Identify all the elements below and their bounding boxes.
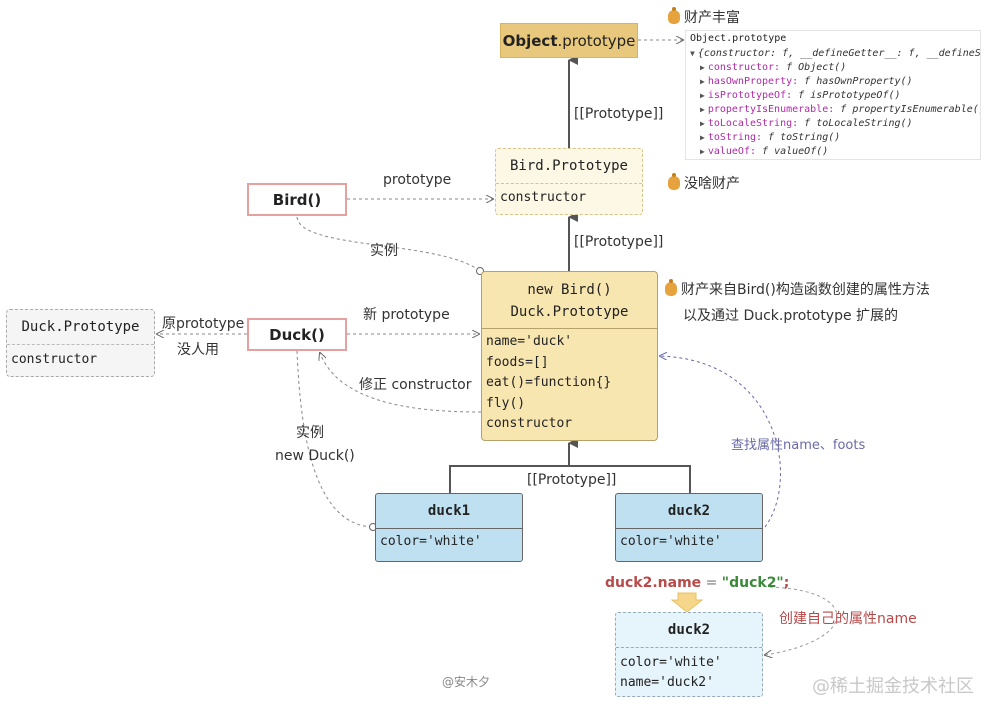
fix-constructor-curve (320, 353, 482, 413)
new-bird-header: new Bird() Duck.Prototype (482, 272, 657, 329)
label-proto-link-1: [[Prototype]] (574, 106, 664, 122)
label-fix-constructor: 修正 constructor (359, 377, 472, 393)
label-new-prototype: 新 prototype (363, 307, 450, 323)
create-own-curve (765, 586, 838, 655)
duck2-new-field: color='white' (620, 655, 722, 670)
new-bird-field: constructor (486, 416, 573, 431)
new-bird-box: new Bird() Duck.Prototype name='duck' fo… (481, 271, 658, 441)
note-from-bird: 财产来自Bird()构造函数创建的属性方法 (665, 279, 930, 299)
label-orig-prototype: 原prototype (162, 316, 245, 332)
assignment-semi: ; (783, 575, 790, 591)
duck-prototype-old-title: Duck.Prototype (7, 310, 154, 345)
duck2-new-title: duck2 (616, 613, 762, 648)
assign-down-arrow (670, 592, 704, 613)
duck-prototype-old-field: constructor (11, 352, 98, 367)
duck-constructor-box: Duck() (247, 318, 347, 351)
console-entry: ▶valueOf: f valueOf() (700, 146, 829, 157)
label-lookup: 查找属性name、foots (731, 438, 866, 453)
watermark-author: @安木夕 (442, 675, 491, 689)
assignment-expression: duck2.name = "duck2"; (605, 575, 789, 591)
object-prototype-bold: Object (502, 31, 558, 50)
duck2-new-field: name='duck2' (620, 675, 714, 690)
bird-prototype-box: Bird.Prototype constructor (495, 148, 643, 215)
money-bag-icon (665, 279, 677, 296)
lookup-curve (660, 356, 781, 528)
bird-prototype-title: Bird.Prototype (496, 149, 642, 184)
label-instance-2: 实例 (296, 425, 324, 441)
bird-instance-curve (296, 216, 481, 272)
note-from-bird-2: 以及通过 Duck.prototype 扩展的 (683, 308, 899, 324)
duck1-box: duck1 color='white' (375, 493, 523, 562)
console-entry: ▶constructor: f Object() (700, 62, 847, 73)
console-entry: ▶hasOwnProperty: f hasOwnProperty() (700, 76, 913, 87)
duck2-new-box: duck2 color='white' name='duck2' (615, 612, 763, 697)
duck1-instance-curve (296, 350, 374, 528)
duck1-field: color='white' (380, 534, 482, 549)
duck1-title: duck1 (376, 494, 522, 529)
assignment-lhs: duck2.name (605, 575, 702, 591)
bird-prototype-field: constructor (500, 190, 587, 205)
duck-prototype-old-box: Duck.Prototype constructor (6, 309, 155, 377)
console-entry: ▶toString: f toString() (700, 132, 841, 143)
console-summary: ▼{constructor: f, __defineGetter__: f, _… (690, 48, 981, 59)
duck2-field: color='white' (620, 534, 722, 549)
object-prototype-rest: .prototype (557, 31, 636, 50)
console-entry: ▶toLocaleString: f toLocaleString() (700, 118, 913, 129)
new-bird-field: eat()=function{} (486, 375, 612, 390)
console-entry: ▶isPrototypeOf: f isPrototypeOf() (700, 90, 901, 101)
new-bird-field: fly() (486, 395, 526, 411)
label-prototype: prototype (383, 172, 452, 188)
watermark-site: @稀土掘金技术社区 (812, 676, 974, 697)
object-prototype-box: Object.prototype (500, 23, 638, 58)
label-unused: 没人用 (177, 342, 219, 358)
console-title: Object.prototype (690, 33, 787, 44)
label-create-own: 创建自己的属性name (779, 611, 917, 627)
label-instance-1: 实例 (370, 243, 398, 259)
console-entry: ▶propertyIsEnumerable: f propertyIsEnume… (700, 104, 981, 115)
console-panel: Object.prototype ▼{constructor: f, __def… (685, 30, 981, 160)
assignment-op: = (701, 575, 722, 591)
money-bag-icon (668, 173, 680, 190)
new-bird-subtitle: Duck.Prototype (510, 304, 629, 320)
new-bird-field: foods=[] (486, 354, 549, 370)
label-proto-link-3: [[Prototype]] (527, 472, 617, 488)
label-proto-link-2: [[Prototype]] (574, 234, 664, 250)
bird-constructor-box: Bird() (247, 183, 347, 216)
chain-ducks-to-newbird (449, 443, 691, 493)
label-new-duck: new Duck() (275, 448, 355, 464)
duck2-title: duck2 (616, 494, 762, 529)
new-bird-title: new Bird() (527, 282, 612, 298)
money-bag-icon (668, 7, 680, 24)
note-nothing: 没啥财产 (668, 173, 740, 193)
duck2-box: duck2 color='white' (615, 493, 763, 562)
new-bird-field: name='duck' (486, 334, 573, 349)
assignment-rhs: "duck2" (721, 575, 784, 591)
note-rich: 财产丰富 (668, 7, 740, 27)
